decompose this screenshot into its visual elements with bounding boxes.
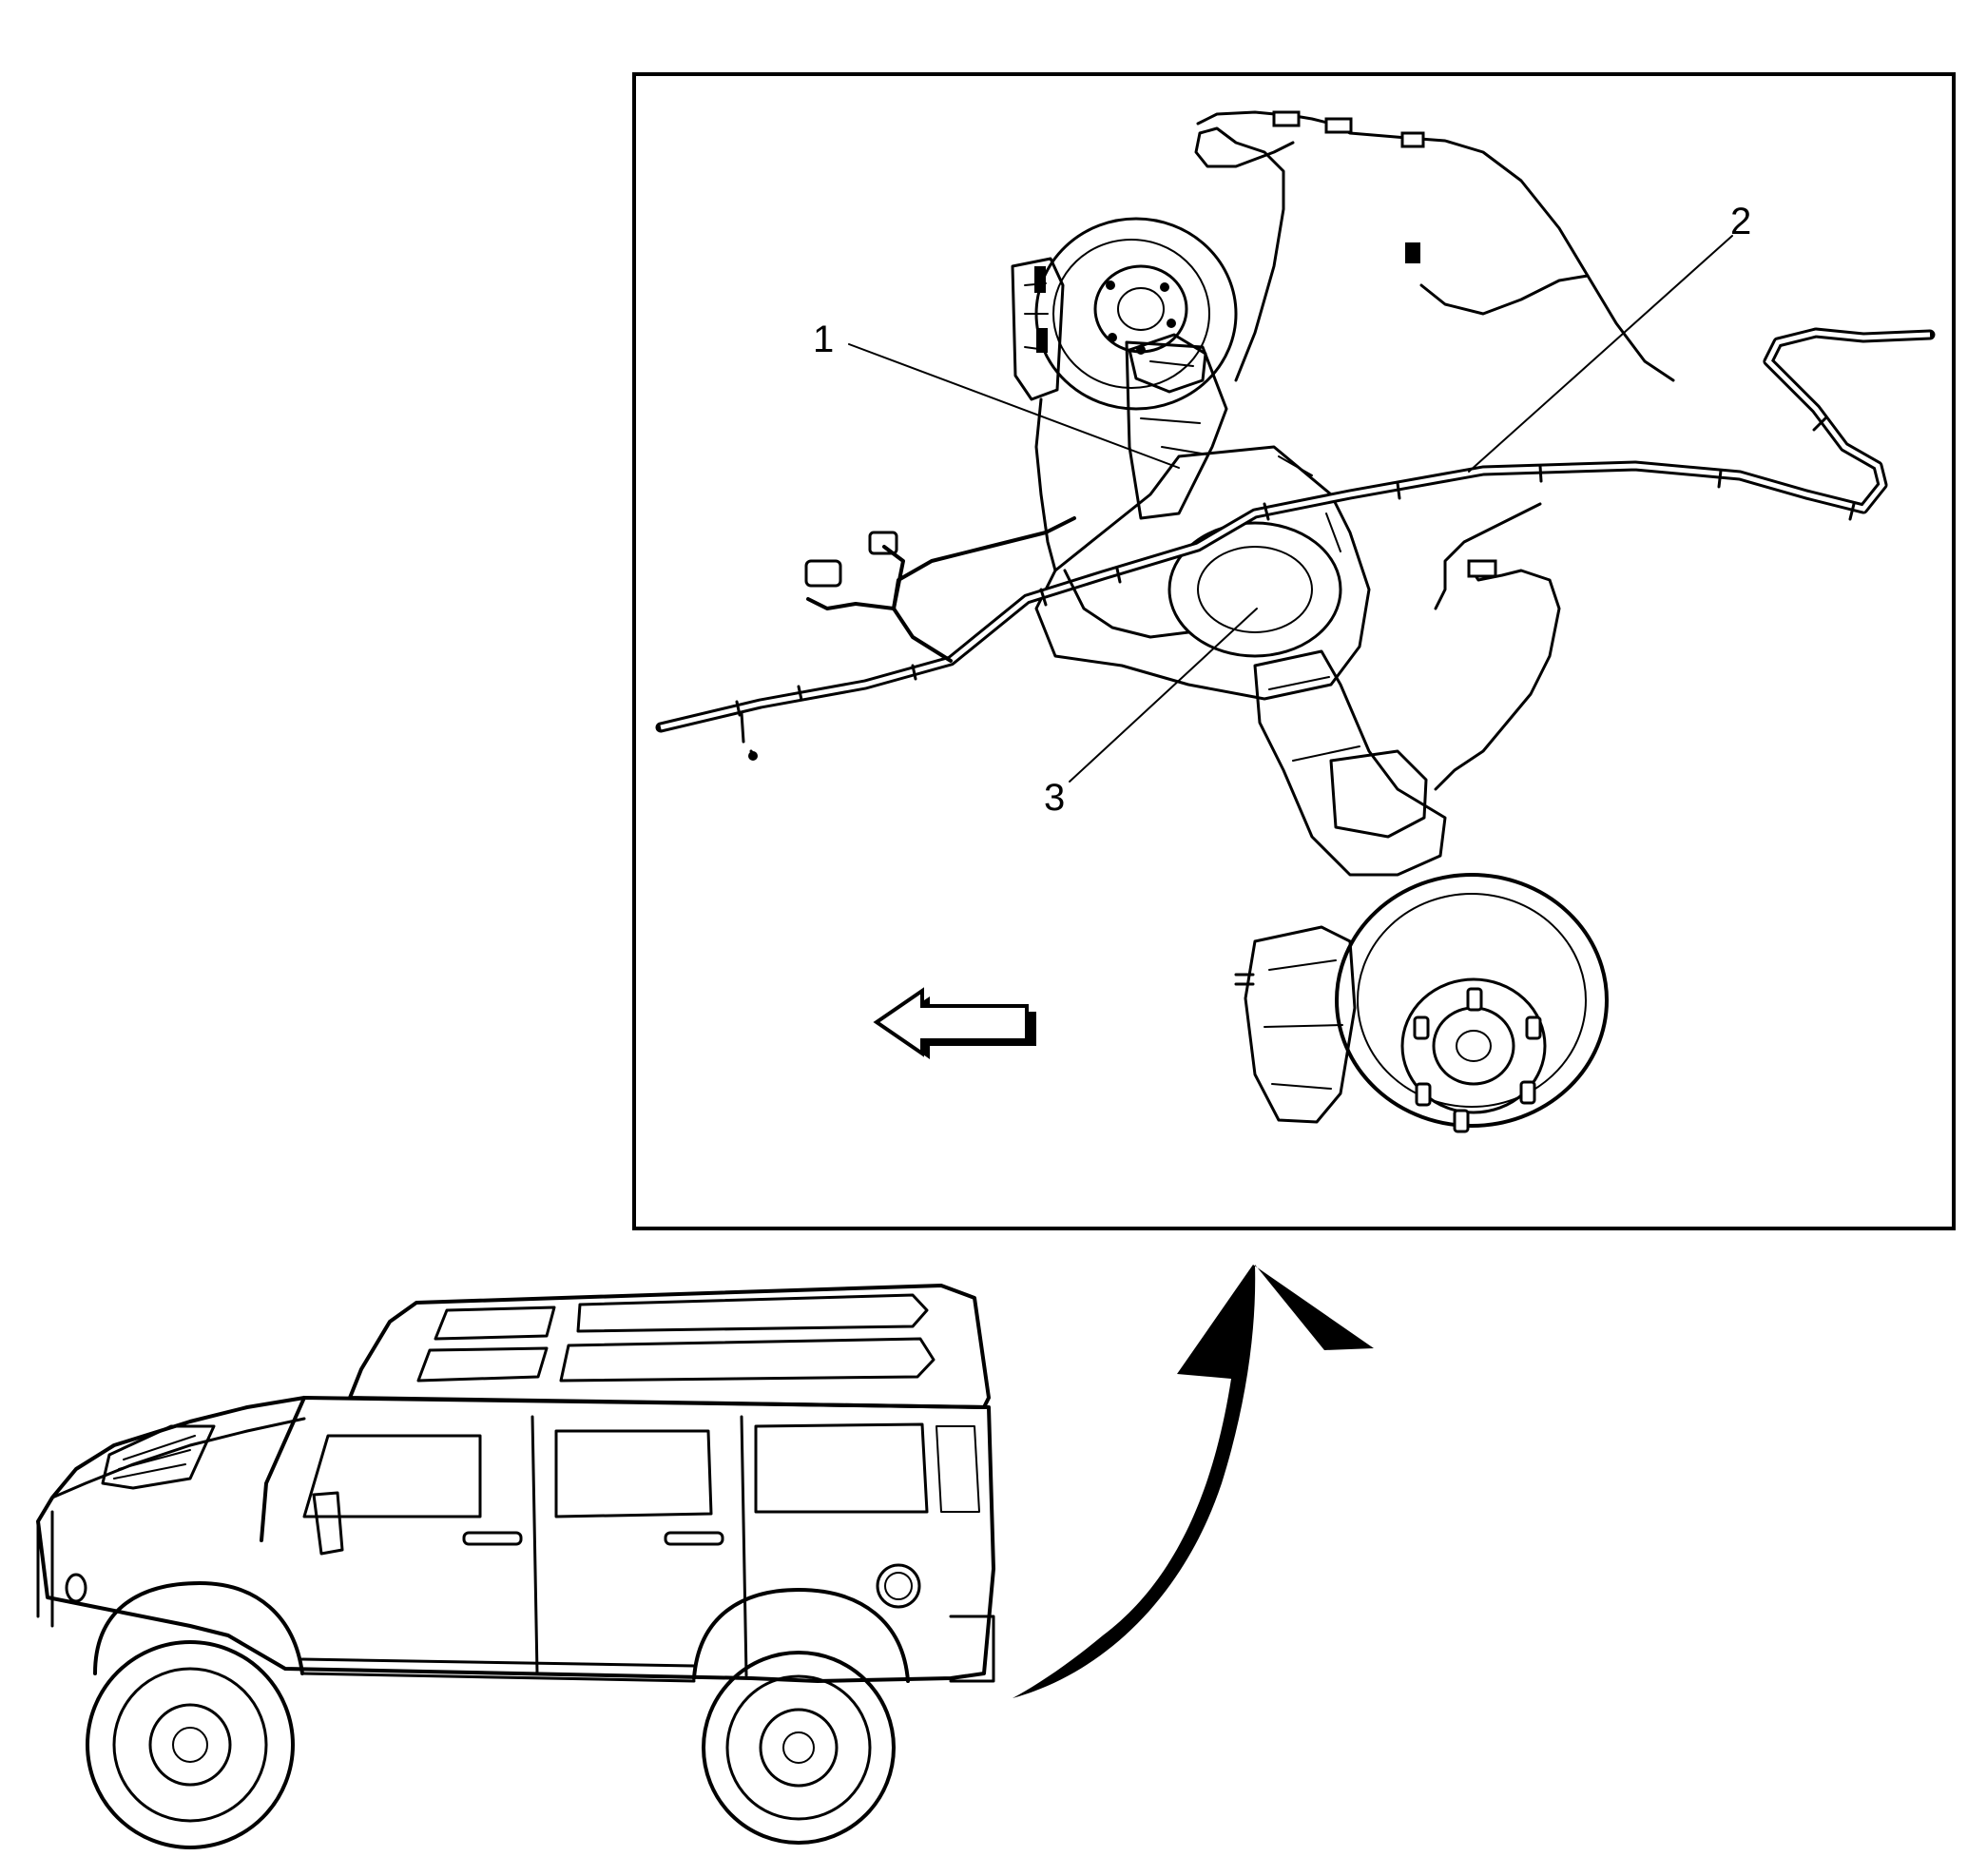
lower-brake-rotor [1234, 873, 1609, 1133]
suv-vehicle-icon [36, 1284, 995, 1849]
rear-axle-assembly [1011, 217, 1609, 1133]
callout-2-leader [1468, 235, 1733, 473]
curved-arrow-icon [1013, 1265, 1374, 1698]
wiring-harness [655, 327, 1936, 761]
callout-3-leader [1069, 608, 1258, 783]
callout-1-leader [848, 343, 1180, 469]
axle-tube-lower [1253, 649, 1447, 877]
callout-1-label: 1 [813, 319, 834, 360]
differential-housing [1034, 445, 1371, 701]
axle-tube-upper [1125, 340, 1228, 520]
left-arrow-icon [873, 987, 1036, 1059]
callout-3-label: 3 [1044, 777, 1065, 819]
callout-2-label: 2 [1730, 201, 1751, 242]
speed-sensor-leads [1034, 110, 1675, 791]
detail-inset-frame [632, 72, 1956, 1230]
